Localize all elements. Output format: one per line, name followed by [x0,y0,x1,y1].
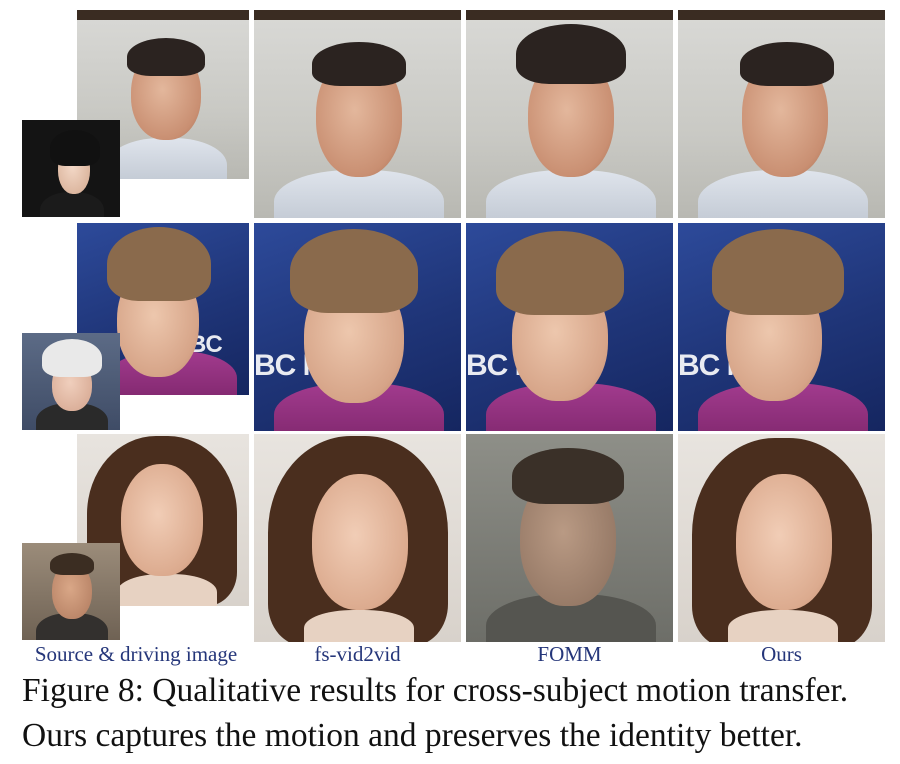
row2-fomm-image: BC NE [466,223,673,431]
column-label-fs-vid2vid: fs-vid2vid [314,642,401,666]
row3-source-image [22,543,120,640]
row3-ours-image [678,434,885,642]
row1-ours-image [678,10,885,218]
row1-fs-vid2vid-image [254,10,461,218]
row3-fs-vid2vid-image [254,434,461,642]
caption-line-1: Figure 8: Qualitative results for cross-… [22,672,849,709]
row2-fs-vid2vid-image: BC NE [254,223,461,431]
column-label-source-driving: Source & driving image [34,642,238,666]
column-label-fomm: FOMM [537,642,602,666]
column-label-ours: Ours [761,642,802,666]
row1-fomm-image [466,10,673,218]
row2-ours-image: BC NE [678,223,885,431]
row1-driving-image [77,10,249,179]
caption-line-2: Ours captures the motion and preserves t… [22,717,803,754]
row3-fomm-image [466,434,673,642]
row2-driving-image: BC NE [77,223,249,395]
figure-caption: Figure 8: Qualitative results for cross-… [22,668,892,758]
row2-source-image [22,333,120,430]
row1-source-image [22,120,120,217]
